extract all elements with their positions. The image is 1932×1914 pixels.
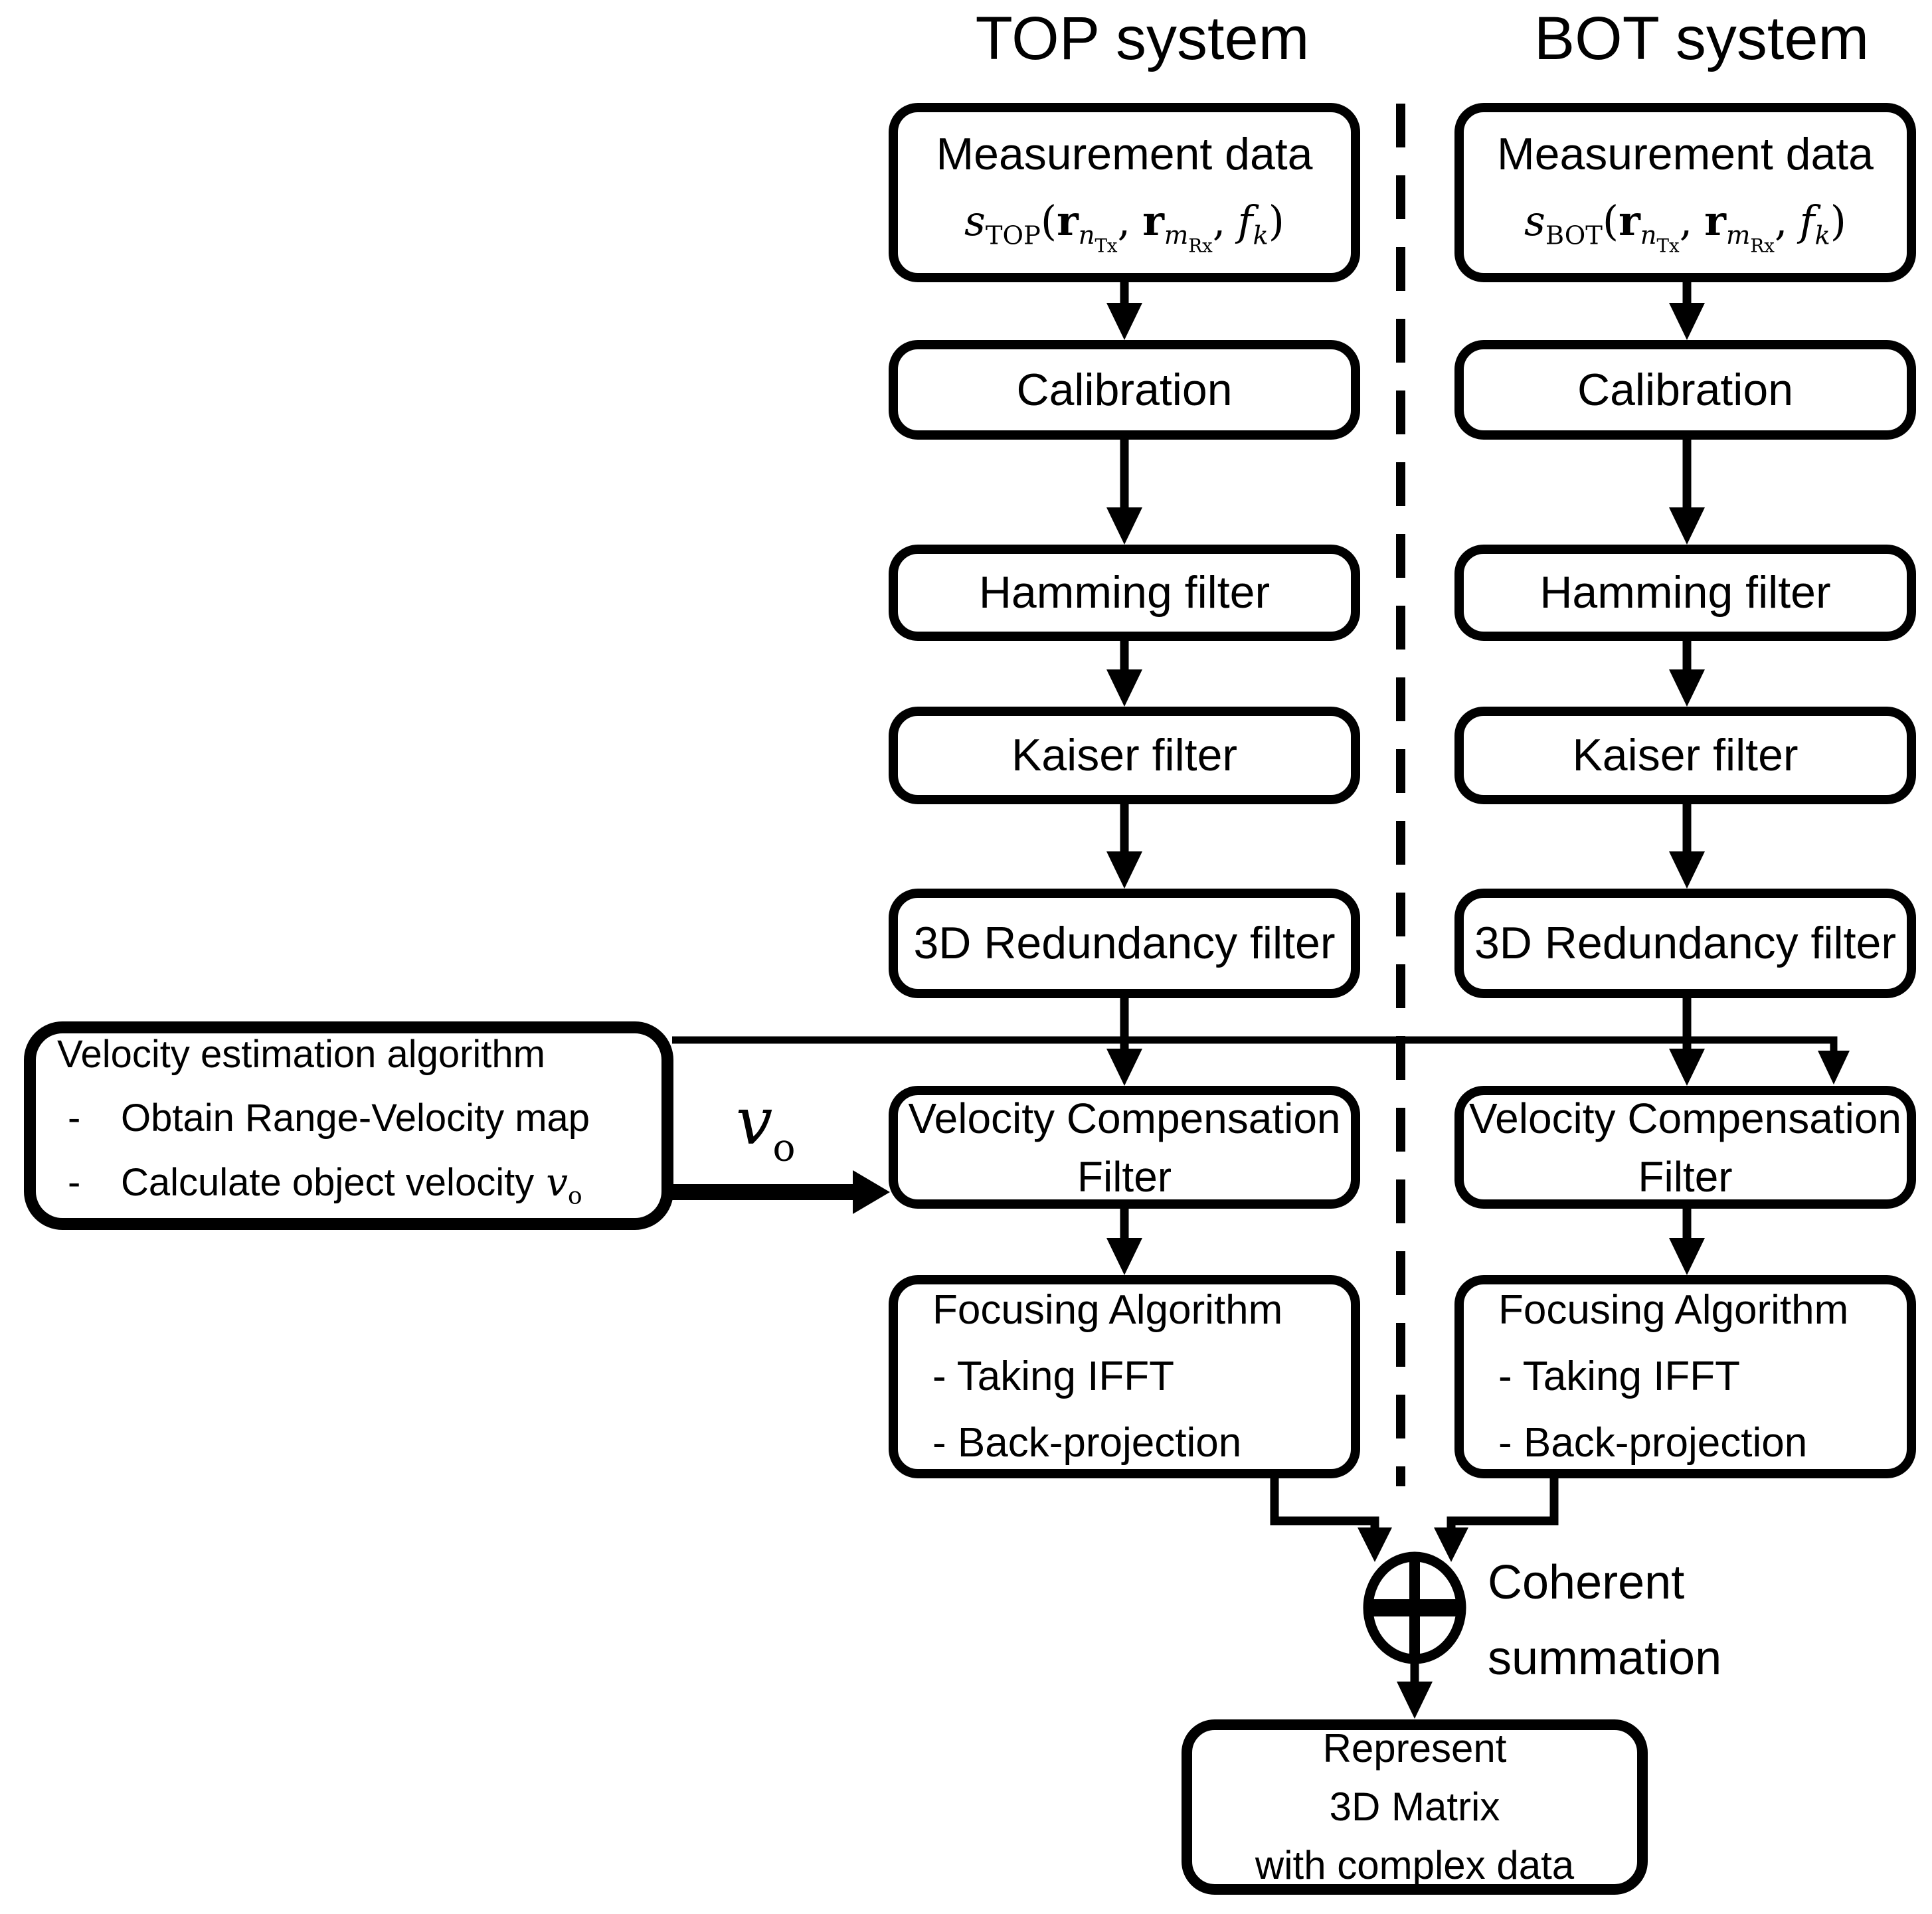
bot-focusing-line1: Focusing Algorithm [1498,1287,1849,1333]
bot-focusing-line3: - Back-projection [1498,1420,1808,1466]
bot-flow-arrows [1669,282,1705,1275]
top-system-title: TOP system [975,5,1310,72]
summation-output-arrow [1397,1659,1433,1719]
top-redundancy-filter-box: 3D Redundancy filter [889,889,1360,998]
bullet-dash: - [68,1161,81,1205]
velocity-estimation-box: Velocity estimation algorithm - Obtain R… [24,1021,673,1230]
top-velocity-compensation-line2: Filter [1077,1152,1172,1201]
bot-hamming-filter-box: Hamming filter [1454,545,1916,641]
velocity-estimation-item1: - Obtain Range-Velocity map [57,1087,590,1150]
bot-redundancy-filter-label: 3D Redundancy filter [1474,918,1896,969]
vo-arrow [672,1170,890,1214]
top-velocity-compensation-line1: Velocity Compensation [908,1094,1341,1142]
bullet-dash: - [68,1096,81,1140]
bot-kaiser-filter-label: Kaiser filter [1572,730,1799,781]
bot-focusing-line2: - Taking IFFT [1498,1353,1741,1399]
top-calibration-box: Calibration [889,340,1360,440]
top-measurement-label: Measurement data [936,129,1313,180]
top-redundancy-filter-label: 3D Redundancy filter [913,918,1336,969]
top-focusing-line1: Focusing Algorithm [932,1287,1283,1333]
bot-velocity-compensation-box: Velocity Compensation Filter [1454,1086,1916,1209]
velocity-feed-line [672,1036,1850,1085]
bot-kaiser-filter-box: Kaiser filter [1454,707,1916,804]
bot-system-title: BOT system [1534,5,1870,72]
bot-velocity-compensation-line2: Filter [1638,1152,1733,1201]
bot-calibration-box: Calibration [1454,340,1916,440]
top-focusing-algorithm-box: Focusing Algorithm - Taking IFFT - Back-… [889,1275,1360,1478]
represent-matrix-box: Represent 3D Matrix with complex data [1182,1719,1648,1895]
vo-arrow-label: vo [736,1084,796,1170]
bot-velocity-compensation-line1: Velocity Compensation [1468,1094,1902,1142]
top-measurement-formula: sTOP(rnTx,rmRx,fk) [964,196,1284,257]
velocity-estimation-item2: - Calculate object velocity vo [57,1150,582,1229]
top-measurement-box: Measurement data sTOP(rnTx,rmRx,fk) [889,103,1360,282]
coherent-summation-caption: Coherent summation [1488,1556,1722,1685]
bot-focusing-algorithm-box: Focusing Algorithm - Taking IFFT - Back-… [1454,1275,1916,1478]
bot-measurement-box: Measurement data sBOT(rnTx,rmRx,fk) [1454,103,1916,282]
bot-redundancy-filter-box: 3D Redundancy filter [1454,889,1916,998]
top-kaiser-filter-label: Kaiser filter [1011,730,1238,781]
velocity-estimation-title: Velocity estimation algorithm [57,1033,545,1077]
top-kaiser-filter-box: Kaiser filter [889,707,1360,804]
top-merge-connector [1270,1477,1392,1562]
top-focusing-line2: - Taking IFFT [932,1353,1175,1399]
top-flow-arrows [1106,282,1142,1275]
bot-calibration-label: Calibration [1577,364,1794,415]
coherent-summation-icon [1363,1551,1466,1664]
top-velocity-compensation-box: Velocity Compensation Filter [889,1086,1360,1209]
top-hamming-filter-box: Hamming filter [889,545,1360,641]
represent-line2: 3D Matrix [1329,1784,1500,1829]
top-calibration-label: Calibration [1016,364,1233,415]
object-velocity-symbol: vo [546,1160,582,1210]
bot-merge-connector [1434,1477,1559,1562]
top-hamming-filter-label: Hamming filter [978,567,1271,618]
represent-line1: Represent [1322,1726,1507,1771]
bot-measurement-formula: sBOT(rnTx,rmRx,fk) [1524,196,1846,257]
represent-line3: with complex data [1255,1843,1575,1887]
bot-measurement-label: Measurement data [1497,129,1874,180]
top-focusing-line3: - Back-projection [932,1420,1242,1466]
bot-hamming-filter-label: Hamming filter [1539,567,1831,618]
